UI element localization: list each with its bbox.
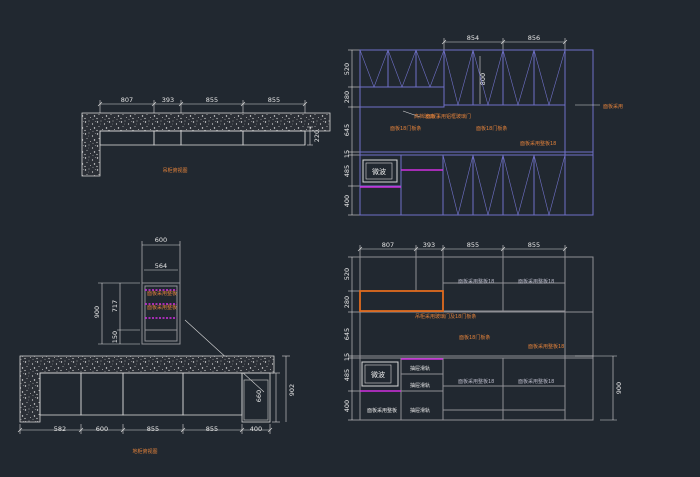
side-view-shelves (145, 289, 177, 319)
elev-bottom-label-right: 面板采用整板18 (528, 343, 564, 350)
elev-bottom-label-lower-1: 面板采用整板18 (458, 378, 494, 385)
elev-top-label-side: 面板采用 (603, 103, 623, 110)
plan-top-dim-3: 855 (206, 96, 218, 104)
plan-bottom-dim-1: 582 (54, 425, 66, 433)
elev-bottom-left-dim-2: 280 (343, 296, 351, 308)
elev-bottom-label-upper-2: 面板采用整板18 (518, 278, 554, 285)
elev-bottom-dims (348, 245, 617, 421)
plan-bottom-dim-2: 600 (96, 425, 108, 433)
side-view-label-1: 面板采用整板 (147, 290, 177, 297)
plan-top-dim-1: 807 (121, 96, 133, 104)
plan-top-side-dim (307, 126, 313, 146)
plan-bottom: 582 600 855 855 400 660 902 地柜俯视图 (17, 355, 296, 455)
side-view-top-dim-2: 564 (155, 262, 167, 270)
elev-top: 854 856 520 280 645 15 485 400 800 (343, 34, 623, 217)
elev-bottom-label-lower-2: 面板采用整板18 (518, 378, 554, 385)
plan-bottom-right-dim-2: 902 (288, 384, 296, 396)
side-view-cabinet (141, 282, 181, 345)
elev-top-label-glass: 高档玻璃门 (414, 113, 439, 120)
elev-bottom-dim-1: 807 (382, 241, 394, 249)
side-view-left-dim-3: 150 (111, 331, 119, 343)
elev-top-drawer-trims (360, 169, 443, 188)
plan-top-countertop (81, 112, 331, 177)
elev-bottom-left-dim-5: 485 (343, 369, 351, 381)
elev-top-microwave-label: 微波 (372, 167, 386, 176)
side-view-left-dim-1: 900 (93, 306, 101, 318)
elev-bottom: 807 393 855 855 520 280 645 15 485 400 9… (343, 241, 623, 421)
plan-top-dim-4: 855 (268, 96, 280, 104)
elev-bottom-dim-4: 855 (528, 241, 540, 249)
plan-bottom-dim-5: 400 (250, 425, 262, 433)
elev-bottom-dim-3: 855 (467, 241, 479, 249)
elev-bottom-right-dim: 900 (615, 382, 623, 394)
plan-bottom-caption: 地柜俯视图 (132, 448, 157, 455)
elev-bottom-label-drawer-1: 抽屉滑轨 (410, 365, 430, 372)
elev-bottom-left-dim-1: 520 (343, 268, 351, 280)
elev-top-label-right: 面板采用整板18 (520, 140, 556, 147)
plan-top-cabinets (99, 130, 306, 146)
elev-top-dims (348, 38, 568, 216)
plan-bottom-dim-4: 855 (206, 425, 218, 433)
side-view: 600 564 900 717 150 面板采用整板 面板采用整板 (93, 236, 265, 393)
plan-bottom-countertop (19, 355, 275, 423)
elev-top-left-dim-3: 645 (343, 124, 351, 136)
elev-bottom-dim-2: 393 (423, 241, 435, 249)
elev-bottom-label-mid: 面板18门板条 (459, 334, 490, 341)
elev-bottom-orange-frame (359, 290, 444, 312)
elev-bottom-drawer-trims (360, 358, 443, 392)
plan-bottom-right-dim-1: 660 (255, 390, 263, 402)
elev-bottom-label-tall: 面板采用整板 (367, 407, 397, 414)
elev-top-label-door: 面板18门板条 (390, 125, 421, 132)
elev-top-left-dim-2: 280 (343, 91, 351, 103)
elev-top-label-board: 面板采用铝框玻璃门 (426, 113, 471, 120)
plan-top-dims (97, 100, 308, 113)
elev-top-door-diagonals (359, 49, 600, 217)
elev-top-dim-1: 854 (467, 34, 479, 42)
elev-bottom-left-dim-4: 15 (343, 353, 351, 361)
elev-top-left-dim-4: 15 (343, 150, 351, 158)
elev-top-dim-2: 856 (528, 34, 540, 42)
elev-bottom-left-dim-6: 400 (343, 400, 351, 412)
side-view-left-dim-2: 717 (111, 300, 119, 312)
elev-bottom-left-dim-3: 645 (343, 328, 351, 340)
plan-bottom-dims (17, 355, 290, 434)
side-view-label-2: 面板采用整板 (147, 304, 177, 311)
plan-bottom-cabinets (39, 372, 271, 423)
plan-top: 807 393 855 855 220 吊柜俯视图 (81, 96, 331, 177)
elev-top-microwave: 微波 (362, 159, 398, 183)
elev-top-left-dim-1: 520 (343, 63, 351, 75)
plan-bottom-dim-3: 855 (147, 425, 159, 433)
elev-bottom-label-drawer-3: 抽屉滑轨 (410, 407, 430, 414)
plan-top-caption: 吊柜俯视图 (162, 167, 187, 174)
plan-top-dim-2: 393 (162, 96, 174, 104)
elev-top-left-dim-5: 485 (343, 165, 351, 177)
elev-top-inner-dim: 800 (479, 73, 487, 85)
elev-top-label-mid: 面板18门板条 (476, 125, 507, 132)
elev-top-left-dim-6: 400 (343, 195, 351, 207)
elev-bottom-label-upper-1: 面板采用整板18 (458, 278, 494, 285)
elev-bottom-microwave-label: 微波 (371, 370, 385, 379)
elev-bottom-label-orange: 吊柜采用玻璃门及18门板条 (415, 313, 476, 320)
elev-bottom-label-drawer-2: 抽屉滑轨 (410, 382, 430, 389)
side-view-top-dim-1: 600 (155, 236, 167, 244)
elev-bottom-microwave: 微波 (361, 361, 399, 387)
plan-top-side-dim-label: 220 (313, 130, 321, 142)
